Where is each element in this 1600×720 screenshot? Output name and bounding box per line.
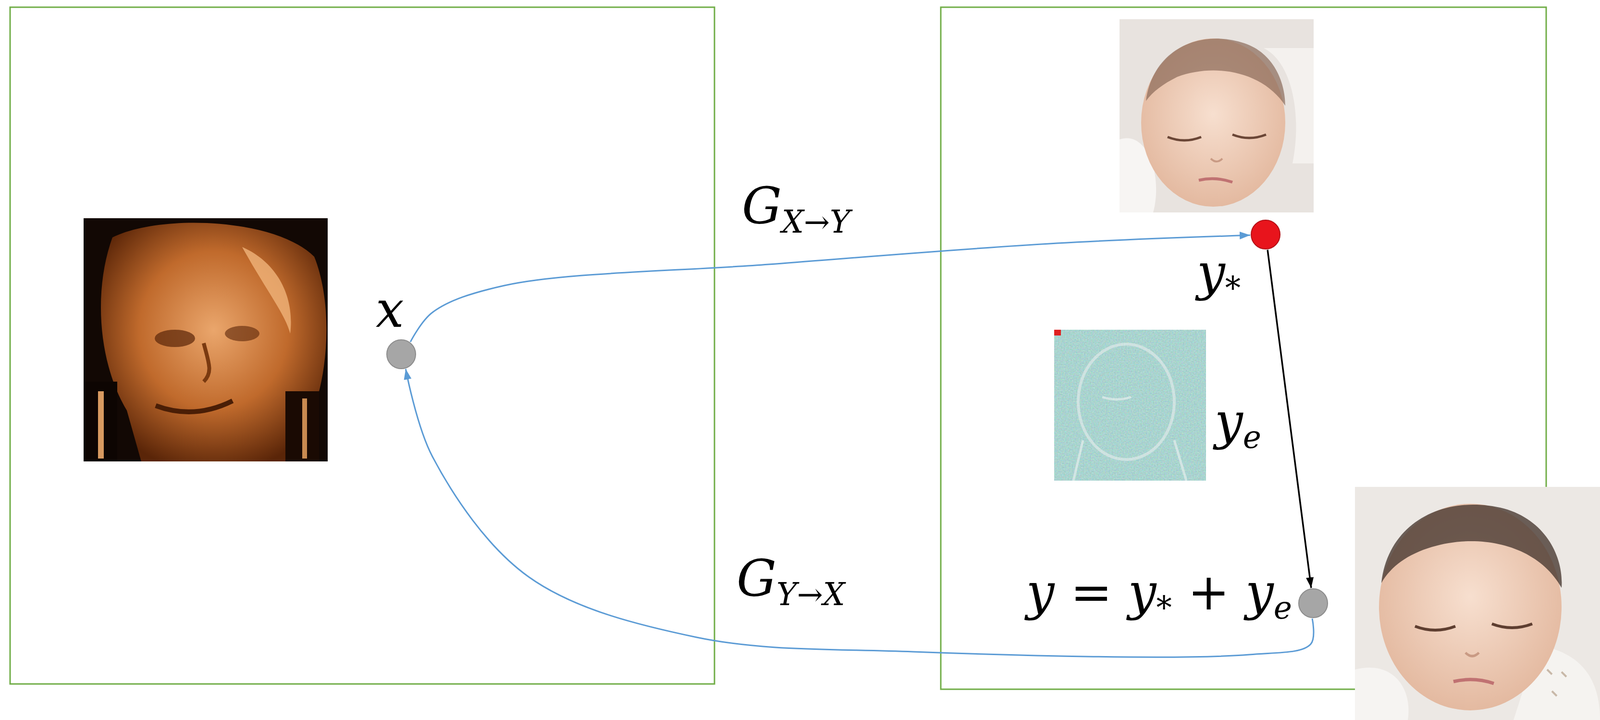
variable-label: y = y* + ye <box>1026 566 1293 617</box>
point-circle <box>1298 588 1328 618</box>
mapping-label: GY→X <box>733 553 849 604</box>
noise-image <box>1054 329 1207 481</box>
subscript: X→Y <box>781 203 850 240</box>
point-circle <box>1251 220 1280 249</box>
math-run: + y <box>1171 562 1274 622</box>
ultrasound-image <box>83 218 328 462</box>
math-run: G <box>736 549 777 608</box>
subscript: * <box>1225 270 1241 307</box>
mapping-arrow <box>405 369 1314 658</box>
math-run: y <box>1214 392 1244 451</box>
domain-x-box <box>10 7 715 684</box>
newborn-photo <box>1354 486 1600 720</box>
variable-label: y* <box>1196 247 1241 298</box>
subscript: * <box>1156 589 1172 626</box>
point-circle <box>386 339 416 369</box>
subscript: Y→X <box>776 576 845 613</box>
math-run: G <box>741 176 782 236</box>
point-shape <box>1250 219 1281 250</box>
newborn-photo <box>1119 19 1314 213</box>
red-point: y* <box>1250 219 1281 250</box>
variable-label: ye <box>1211 396 1265 447</box>
offset-arrow <box>1267 249 1312 589</box>
subscript: e <box>1273 589 1293 626</box>
variable-label: x <box>375 284 405 335</box>
grey-point: y = y* + ye <box>1297 587 1329 619</box>
math-run: y <box>1196 243 1226 302</box>
point-shape <box>1297 587 1329 619</box>
grey-point: x <box>385 338 417 370</box>
point-shape <box>385 338 417 370</box>
math-run: y = y <box>1026 562 1157 622</box>
mapping-label: GX→Y <box>738 181 854 232</box>
math-run: x <box>375 280 405 339</box>
mapping-arrow <box>410 234 1251 342</box>
subscript: e <box>1243 418 1262 456</box>
